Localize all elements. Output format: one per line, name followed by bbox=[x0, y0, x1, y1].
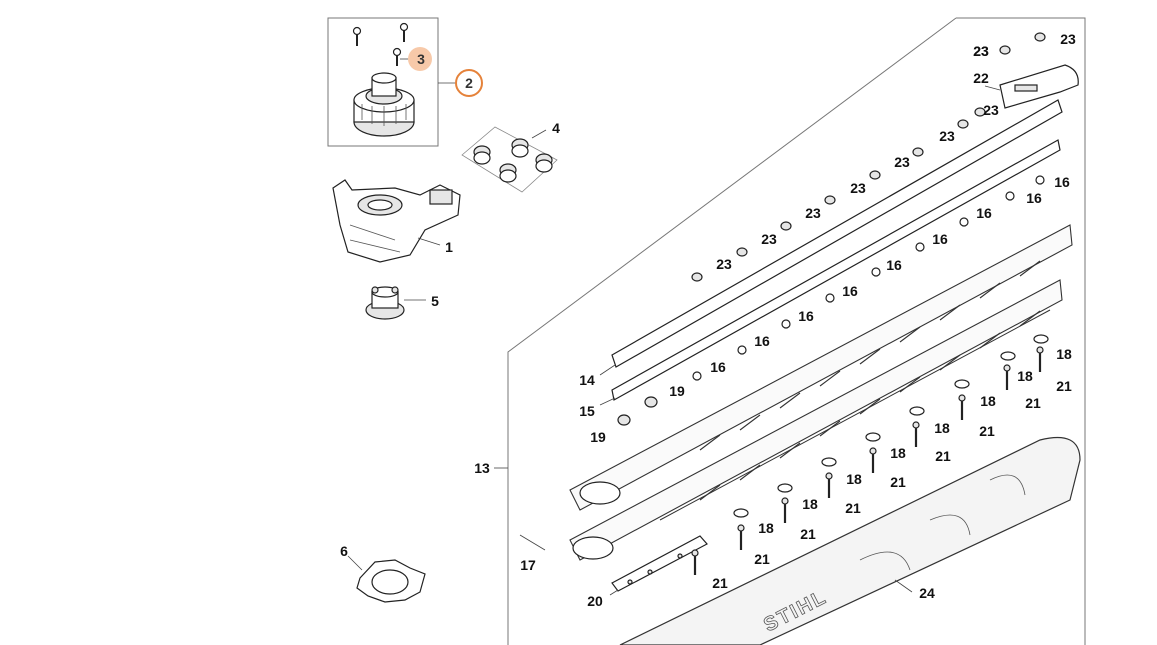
bushing-set-part-4[interactable] bbox=[461, 126, 558, 193]
crank-part-5[interactable] bbox=[365, 286, 405, 320]
callout-label-16f[interactable]: 16 bbox=[842, 283, 858, 299]
callout-label-23b[interactable]: 23 bbox=[973, 43, 989, 59]
callout-label-16d[interactable]: 16 bbox=[932, 231, 948, 247]
guide-bar-part-14[interactable] bbox=[611, 99, 1063, 368]
callout-label-16h[interactable]: 16 bbox=[754, 333, 770, 349]
callout-3-highlight bbox=[408, 47, 432, 71]
upper-blade[interactable] bbox=[569, 224, 1073, 511]
callout-label-3[interactable]: 3 bbox=[417, 51, 425, 67]
callout-label-21b[interactable]: 21 bbox=[1025, 395, 1041, 411]
callout-label-21a[interactable]: 21 bbox=[1056, 378, 1072, 394]
callout-label-18b[interactable]: 18 bbox=[1017, 368, 1033, 384]
callout-label-13[interactable]: 13 bbox=[474, 460, 490, 476]
callout-label-18c[interactable]: 18 bbox=[980, 393, 996, 409]
rivet-set-part-16[interactable] bbox=[692, 175, 1045, 381]
callout-label-6[interactable]: 6 bbox=[340, 543, 348, 559]
cutter-kit-frame-right bbox=[956, 17, 1086, 645]
callout-label-21g[interactable]: 21 bbox=[800, 526, 816, 542]
callout-label-16i[interactable]: 16 bbox=[710, 359, 726, 375]
callout-label-23f[interactable]: 23 bbox=[894, 154, 910, 170]
gearbox-kit-frame bbox=[327, 17, 439, 147]
callout-label-16g[interactable]: 16 bbox=[798, 308, 814, 324]
callout-label-21e[interactable]: 21 bbox=[890, 474, 906, 490]
tip-guard-part-22[interactable] bbox=[999, 64, 1079, 109]
screw-part-3[interactable] bbox=[352, 22, 409, 67]
callout-label-23e[interactable]: 23 bbox=[939, 128, 955, 144]
gear-housing-part-1[interactable] bbox=[332, 179, 461, 263]
callout-label-20[interactable]: 20 bbox=[587, 593, 603, 609]
callout-label-16b[interactable]: 16 bbox=[1026, 190, 1042, 206]
callout-label-18g[interactable]: 18 bbox=[802, 496, 818, 512]
callout-label-18h[interactable]: 18 bbox=[758, 520, 774, 536]
callout-label-21f[interactable]: 21 bbox=[845, 500, 861, 516]
callout-label-15[interactable]: 15 bbox=[579, 403, 595, 419]
callout-label-18d[interactable]: 18 bbox=[934, 420, 950, 436]
guide-bar-part-15[interactable] bbox=[611, 139, 1061, 401]
callout-label-21d[interactable]: 21 bbox=[935, 448, 951, 464]
callout-label-14[interactable]: 14 bbox=[579, 372, 595, 388]
callout-label-16c[interactable]: 16 bbox=[976, 205, 992, 221]
callout-label-23i[interactable]: 23 bbox=[761, 231, 777, 247]
callout-label-2[interactable]: 2 bbox=[465, 75, 473, 91]
callout-label-21i[interactable]: 21 bbox=[712, 575, 728, 591]
callout-label-16e[interactable]: 16 bbox=[886, 257, 902, 273]
callout-label-21h[interactable]: 21 bbox=[754, 551, 770, 567]
callout-label-23g[interactable]: 23 bbox=[850, 180, 866, 196]
lower-blade-part-17[interactable] bbox=[569, 279, 1063, 561]
cutter-kit-frame-left bbox=[507, 17, 957, 645]
callout-label-16a[interactable]: 16 bbox=[1054, 174, 1070, 190]
callout-2-highlight bbox=[455, 69, 483, 97]
callout-label-1[interactable]: 1 bbox=[445, 239, 453, 255]
callout-label-23d[interactable]: 23 bbox=[983, 102, 999, 118]
blade-guard-part-24[interactable] bbox=[619, 436, 1081, 645]
callout-label-18a[interactable]: 18 bbox=[1056, 346, 1072, 362]
gasket-part-6[interactable] bbox=[356, 559, 426, 603]
callout-label-23j[interactable]: 23 bbox=[716, 256, 732, 272]
screw-set-part-21[interactable] bbox=[691, 346, 1044, 575]
callout-label-19b[interactable]: 19 bbox=[590, 429, 606, 445]
spacer-bar-part-20[interactable] bbox=[611, 535, 708, 592]
hex-nut-set-part-23[interactable] bbox=[691, 32, 1046, 282]
callout-label-19a[interactable]: 19 bbox=[669, 383, 685, 399]
callout-label-22[interactable]: 22 bbox=[973, 70, 989, 86]
callout-label-18e[interactable]: 18 bbox=[890, 445, 906, 461]
callout-label-23c[interactable]: 23 bbox=[973, 43, 989, 59]
callout-label-17[interactable]: 17 bbox=[520, 557, 536, 573]
callout-label-23a[interactable]: 23 bbox=[1060, 31, 1076, 47]
callout-label-21c[interactable]: 21 bbox=[979, 423, 995, 439]
callout-label-18f[interactable]: 18 bbox=[846, 471, 862, 487]
callout-label-5[interactable]: 5 bbox=[431, 293, 439, 309]
rivet-set-part-19[interactable] bbox=[617, 396, 658, 426]
callout-label-23h[interactable]: 23 bbox=[805, 205, 821, 221]
callout-label-4[interactable]: 4 bbox=[552, 120, 560, 136]
gear-assembly-part-2[interactable] bbox=[353, 72, 415, 137]
washer-set-part-18[interactable] bbox=[733, 334, 1049, 518]
callout-label-24[interactable]: 24 bbox=[919, 585, 935, 601]
